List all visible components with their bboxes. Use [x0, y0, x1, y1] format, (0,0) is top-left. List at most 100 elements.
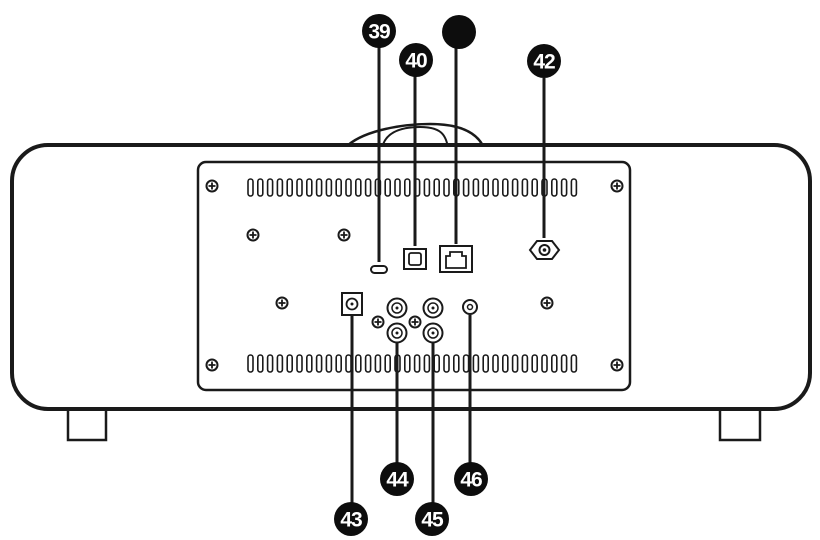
vent-slot [492, 178, 499, 197]
vent-slot [482, 178, 490, 197]
vent-slot [531, 354, 539, 373]
vent-slot [286, 178, 294, 197]
optical-port [403, 248, 427, 270]
callout-46: 46 [454, 462, 488, 496]
vent-slot [413, 354, 421, 373]
vent-slot [364, 354, 372, 373]
vent-slot [560, 354, 568, 373]
vent-slot [256, 178, 264, 197]
vent-slot [550, 178, 558, 197]
leader-lines [350, 45, 546, 505]
headphone-jack [462, 299, 478, 315]
vent-slot [423, 354, 431, 373]
vent-slot [247, 178, 254, 197]
screw [337, 228, 351, 242]
dc-power-jack [341, 292, 363, 316]
vent-slot [296, 354, 303, 373]
vent-slot [276, 354, 284, 373]
svg-text:45: 45 [421, 509, 444, 532]
screw [246, 228, 260, 242]
vent-slot [384, 178, 392, 197]
screws [205, 179, 624, 372]
vent-slot [550, 354, 558, 373]
vent-slot [511, 178, 519, 197]
ethernet-port [439, 245, 473, 273]
vent-slot [472, 178, 480, 197]
screw [610, 358, 624, 372]
vent-slot [247, 354, 254, 373]
vent-slot [541, 354, 548, 373]
vent-slot [511, 354, 519, 373]
svg-text:42: 42 [533, 51, 555, 74]
vent-slot [325, 354, 333, 373]
vent-slot [296, 178, 303, 197]
vent-slot [364, 178, 372, 197]
callout-45: 45 [415, 502, 449, 536]
screw [275, 296, 289, 310]
vent-slot [305, 178, 313, 197]
vent-slot [354, 178, 362, 197]
vent-slot [345, 354, 352, 373]
svg-text:44: 44 [386, 469, 409, 492]
vent-slot [492, 354, 499, 373]
vent-slot [354, 354, 362, 373]
vent-slot [521, 354, 529, 373]
svg-text:39: 39 [368, 21, 390, 44]
callout-42: 42 [527, 44, 561, 78]
vent-slot [394, 178, 401, 197]
rca-jack [386, 322, 408, 344]
svg-text:43: 43 [340, 509, 362, 532]
screw [371, 315, 385, 329]
lower-vent-row [247, 354, 578, 373]
screw [205, 358, 219, 372]
vent-slot [256, 354, 264, 373]
vent-slot [462, 354, 470, 373]
rca-jack [386, 297, 408, 319]
vent-slot [501, 354, 509, 373]
svg-text:40: 40 [405, 50, 427, 73]
vent-slot [521, 178, 529, 197]
antenna-connector [528, 240, 561, 260]
callout-39: 39 [362, 14, 396, 48]
vent-slot [482, 354, 490, 373]
vent-slot [345, 178, 352, 197]
vent-slot [433, 354, 441, 373]
vent-slot [315, 354, 323, 373]
vent-slot [472, 354, 480, 373]
callout-44: 44 [380, 462, 414, 496]
screw [408, 315, 422, 329]
vent-slot [462, 178, 470, 197]
vent-slot [570, 354, 578, 373]
vent-slot [501, 178, 509, 197]
vent-slot [531, 178, 539, 197]
vent-slot [325, 178, 333, 197]
rca-jacks [386, 297, 444, 344]
vent-slot [452, 354, 460, 373]
vent-slot [374, 354, 382, 373]
vent-slot [335, 354, 343, 373]
vent-slot [560, 178, 568, 197]
vent-slot [433, 178, 441, 197]
vent-slot [286, 354, 294, 373]
vent-slot [403, 354, 411, 373]
vent-slot [570, 178, 578, 197]
svg-text:46: 46 [460, 469, 482, 492]
screw [610, 179, 624, 193]
vent-slot [403, 178, 411, 197]
vent-slot [276, 178, 284, 197]
rca-jack [422, 322, 444, 344]
vent-slot [384, 354, 392, 373]
vent-slot [335, 178, 343, 197]
vent-slot [266, 354, 274, 373]
vent-slot [305, 354, 313, 373]
screw [205, 179, 219, 193]
vent-slot [443, 178, 450, 197]
callout-40: 40 [399, 43, 433, 77]
screw [540, 296, 554, 310]
vent-slot [266, 178, 274, 197]
vent-slot [315, 178, 323, 197]
vent-slot [443, 354, 450, 373]
callout-41 [442, 15, 476, 49]
